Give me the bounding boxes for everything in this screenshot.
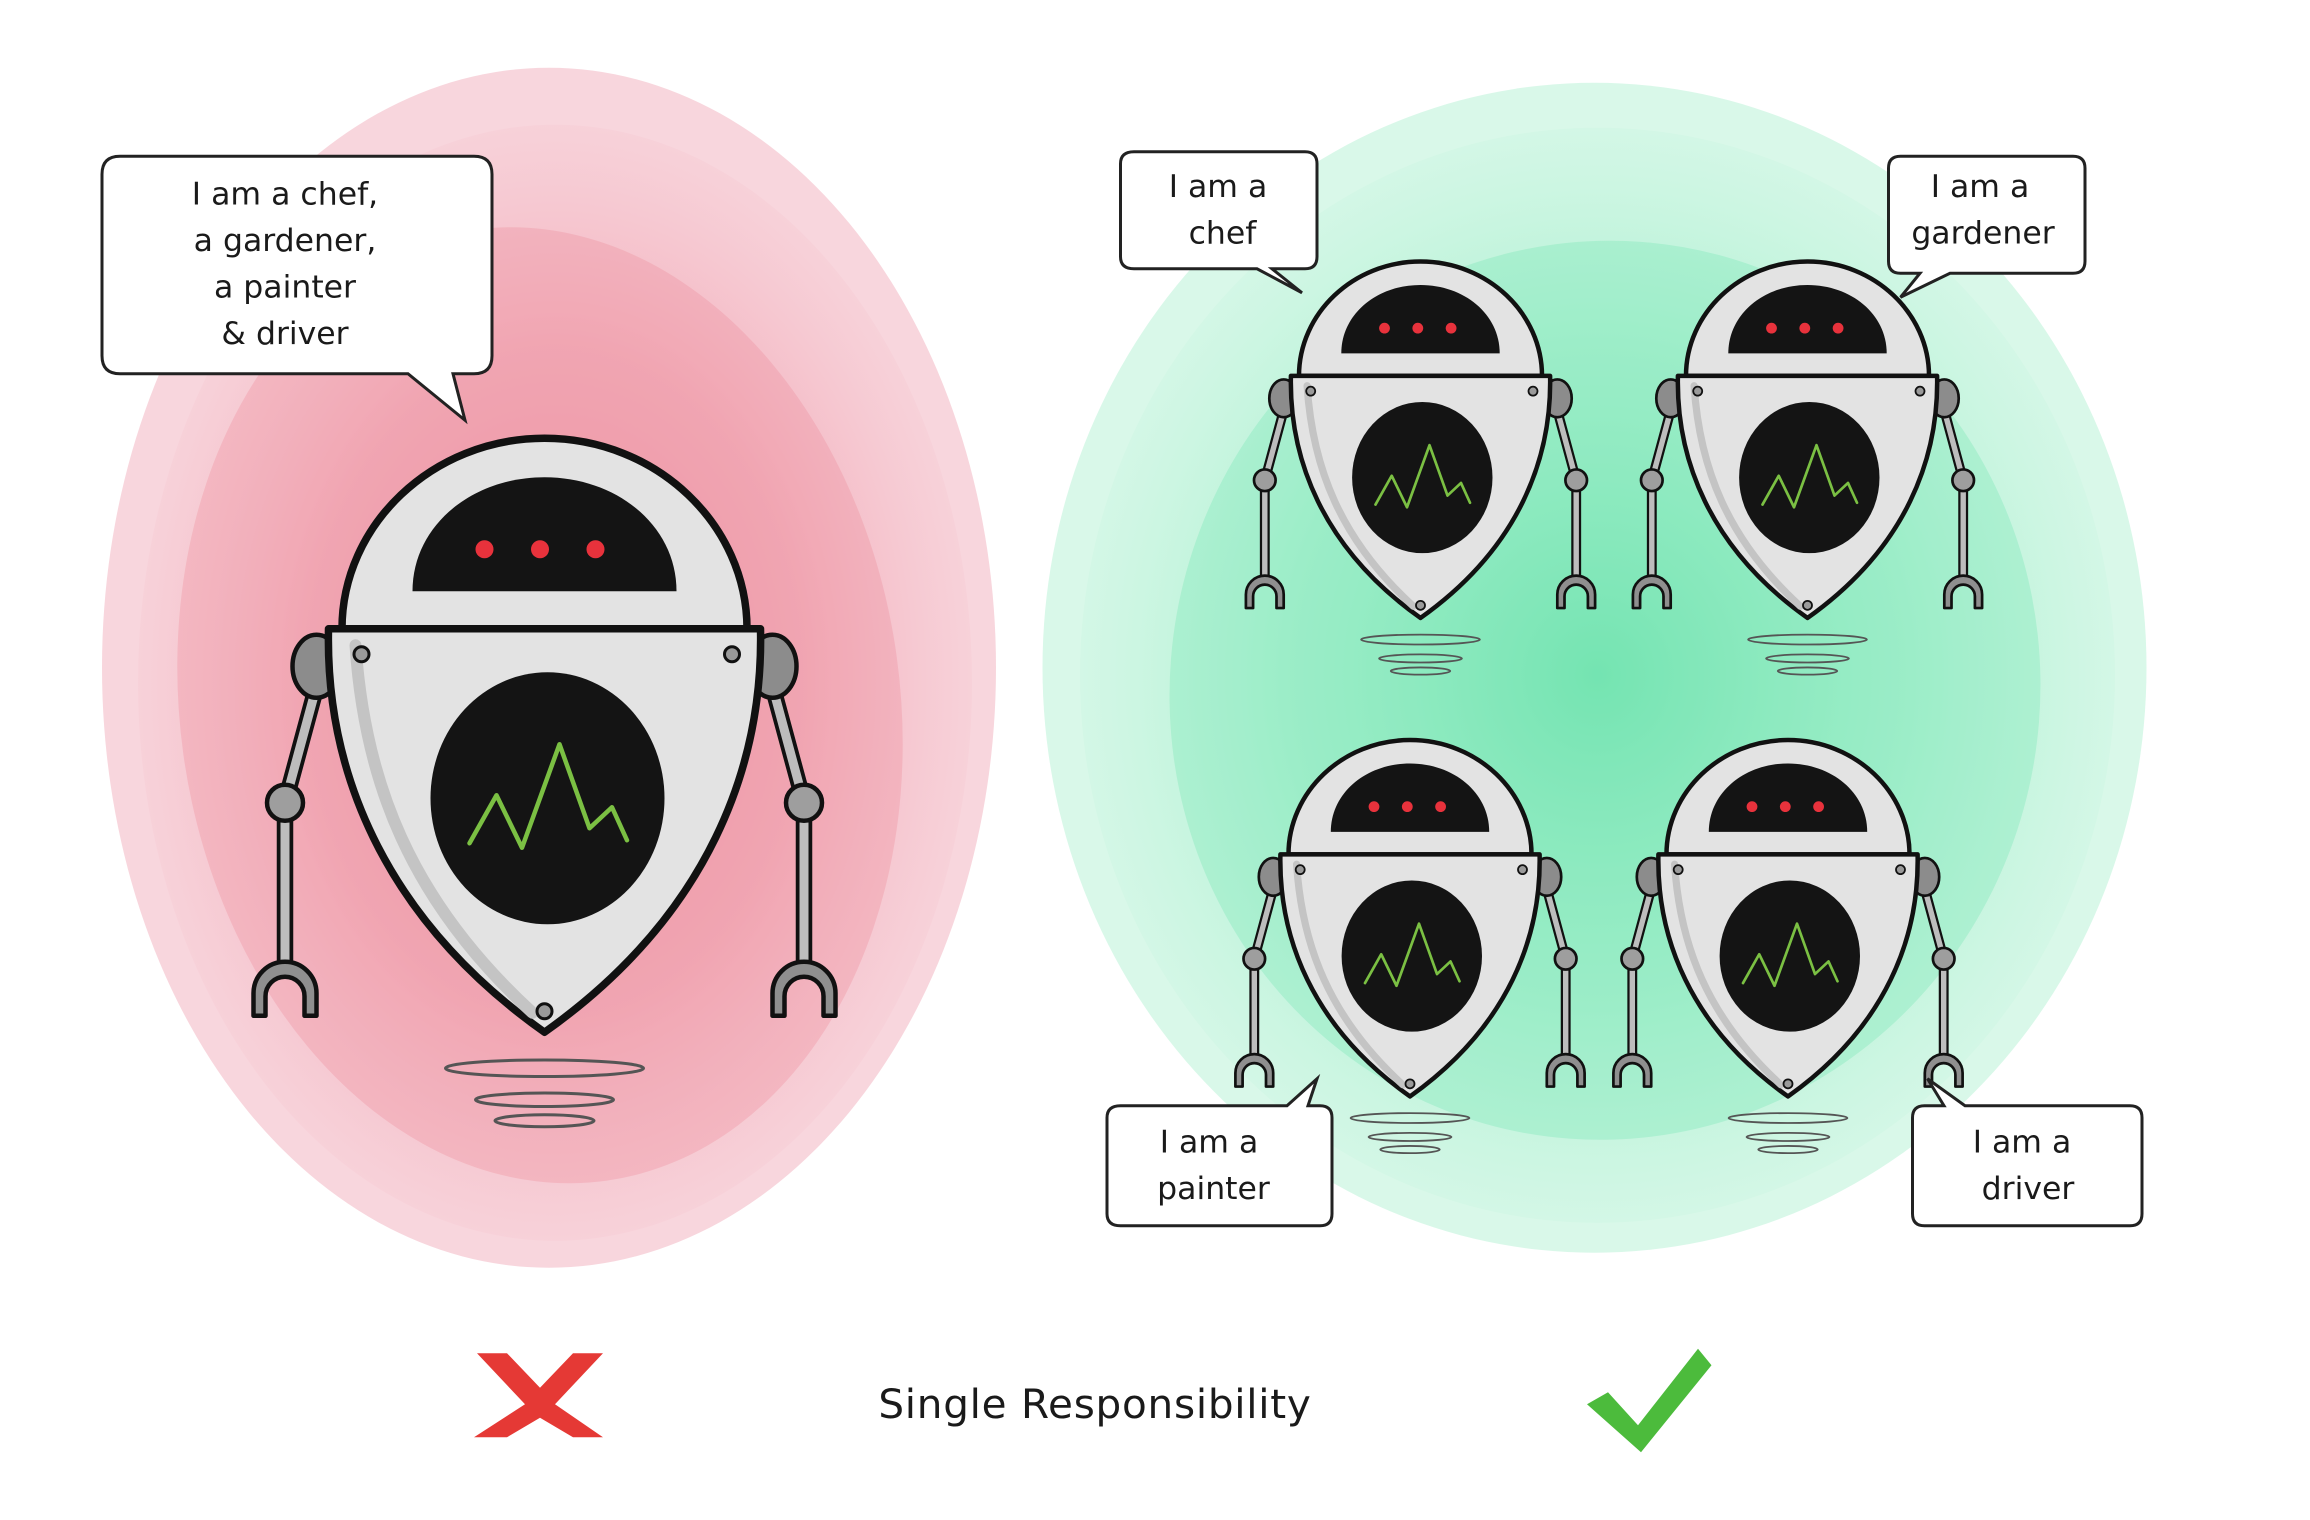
bubble-line-1: I am a chef, [192, 176, 378, 212]
chef-bubble-line-1: I am a [1169, 169, 1268, 205]
gardener-speech-bubble: I am a gardener [1887, 154, 2087, 299]
good-side: I am a chef I am a gardener I am a paint… [1042, 82, 2147, 1253]
cross-icon [474, 1353, 603, 1438]
painter-speech-bubble: I am a painter [1105, 1073, 1334, 1228]
check-icon [1587, 1348, 1712, 1453]
bubble-line-2: a gardener, [194, 223, 377, 259]
painter-bubble-line-1: I am a [1160, 1124, 1259, 1160]
bubble-line-4: & driver [221, 316, 348, 352]
driver-bubble-line-1: I am a [1973, 1124, 2072, 1160]
caption-title: Single Responsibility [878, 1380, 1311, 1428]
gardener-bubble-line-1: I am a [1931, 169, 2030, 205]
chef-bubble-line-2: chef [1189, 215, 1258, 251]
gardener-bubble-line-2: gardener [1911, 215, 2054, 251]
bubble-line-3: a painter [214, 269, 356, 305]
driver-speech-bubble: I am a driver [1911, 1077, 2144, 1228]
bad-side: I am a chef, a gardener, a painter & dri… [100, 67, 996, 1268]
driver-bubble-line-2: driver [1982, 1171, 2075, 1207]
chef-speech-bubble: I am a chef [1119, 150, 1319, 295]
bad-speech-bubble: I am a chef, a gardener, a painter & dri… [100, 154, 494, 425]
painter-bubble-line-2: painter [1157, 1171, 1270, 1207]
